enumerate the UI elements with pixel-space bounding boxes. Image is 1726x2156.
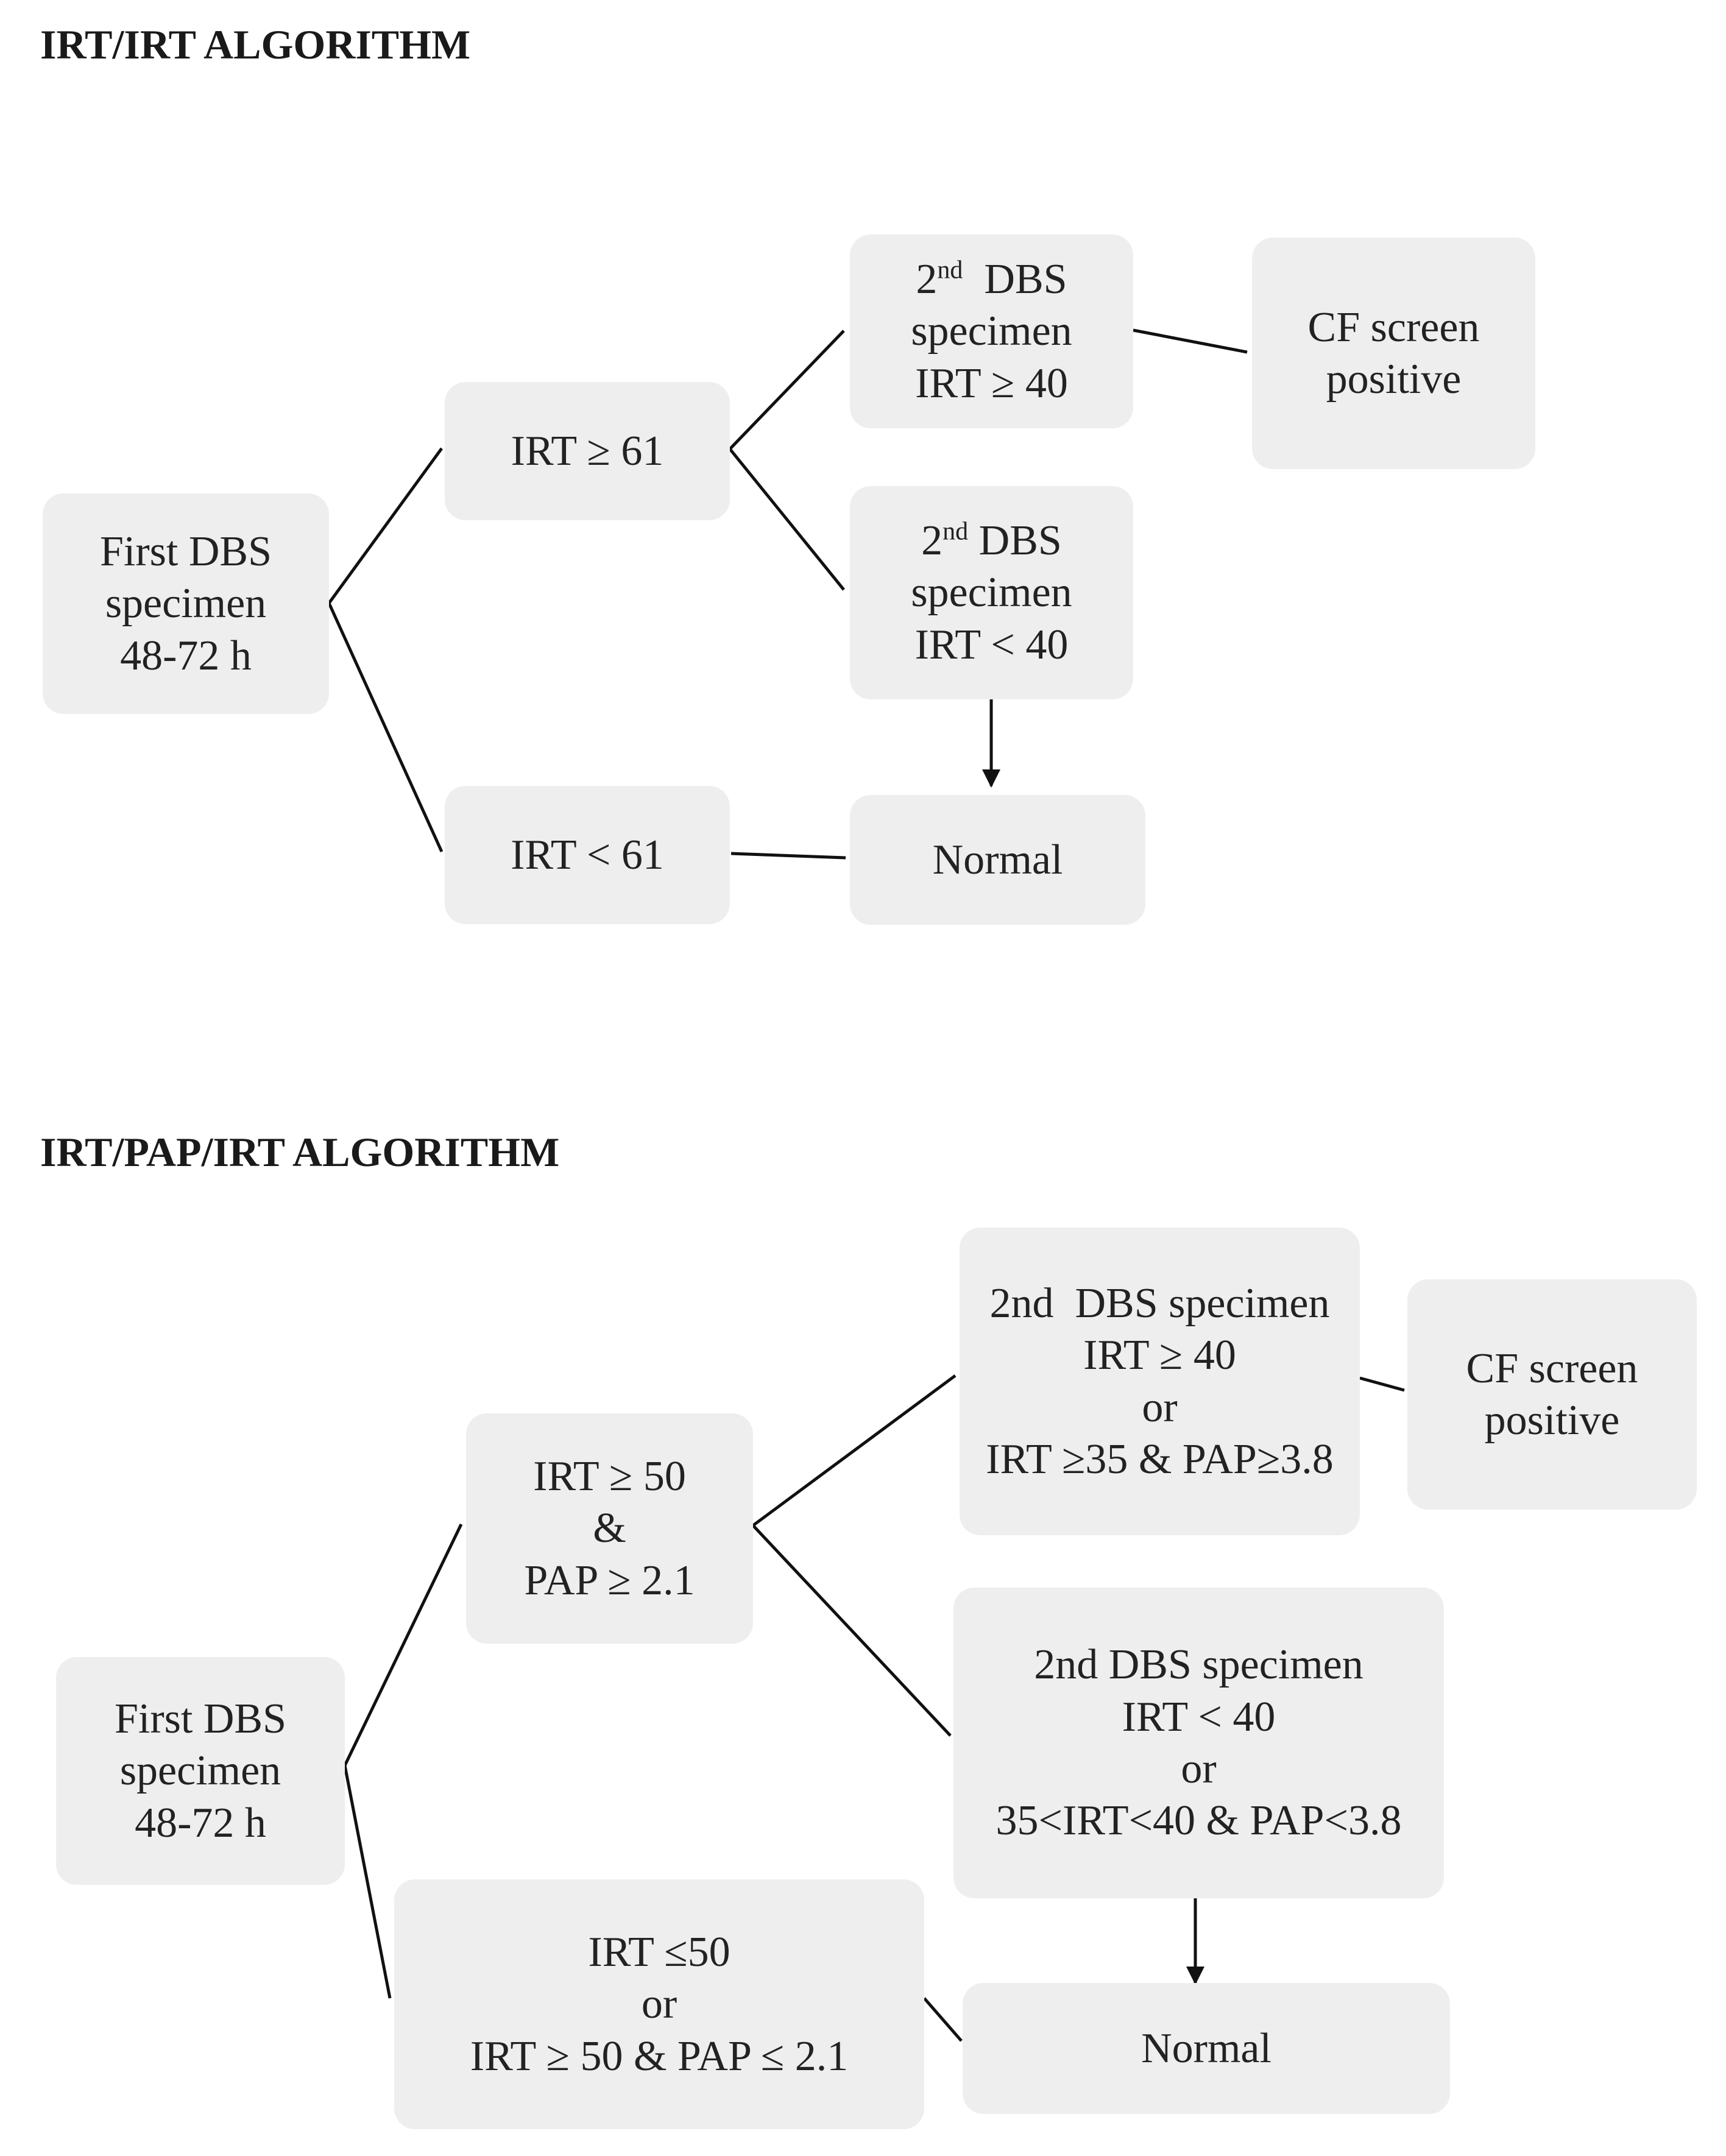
normal-text: Normal [932, 836, 1063, 883]
line-second-high2-to-cf [1359, 1376, 1405, 1392]
line-second-high-to-cf [1133, 328, 1248, 354]
cf-positive-line1: CF screen [1307, 303, 1480, 351]
irt-pap-low-line2: or [641, 1981, 677, 2028]
normal-box: Normal [850, 795, 1145, 925]
irt-pap-low-line1: IRT ≤50 [588, 1928, 730, 1976]
second-dbs-high-line1: 2nd DBS [916, 253, 1067, 305]
second-dbs-low-2-line3: or [1181, 1745, 1217, 1792]
irt-high-box: IRT ≥ 61 [445, 382, 730, 520]
cf-positive-line2: positive [1326, 356, 1462, 403]
second-dbs-high-2-line4: IRT ≥35 & PAP≥3.8 [986, 1435, 1334, 1483]
section-heading-irt-pap-irt: IRT/PAP/IRT ALGORITHM [40, 1129, 560, 1175]
line-irt-pap-high-to-second-high [752, 1374, 957, 1527]
dbs-label: DBS [978, 517, 1062, 564]
cf-positive-box: CF screen positive [1252, 238, 1535, 469]
first-dbs-box-2: First DBS specimen 48-72 h [56, 1657, 345, 1885]
cf-positive-2-line1: CF screen [1466, 1345, 1638, 1392]
second-dbs-high-box-2: 2nd DBS specimen IRT ≥ 40 or IRT ≥35 & P… [960, 1228, 1360, 1535]
second-dbs-high-2-line1: 2nd DBS specimen [989, 1279, 1330, 1327]
line-first2-to-irt-pap-low [343, 1765, 392, 1999]
ordinal-number: 2 [921, 517, 943, 564]
ordinal-suffix: nd [937, 256, 963, 285]
irt-high-text: IRT ≥ 61 [511, 427, 664, 475]
line-irt-pap-low-to-normal [923, 1997, 963, 2042]
cf-positive-2-line2: positive [1484, 1397, 1620, 1444]
first-dbs-line2: specimen [105, 580, 267, 627]
line-first-to-irt-high [327, 447, 444, 604]
first-dbs-line1: First DBS [99, 528, 272, 575]
normal-box-2: Normal [963, 1983, 1450, 2114]
second-dbs-low-line3: IRT < 40 [914, 621, 1069, 668]
first-dbs-2-line1: First DBS [114, 1695, 287, 1742]
irt-pap-low-box: IRT ≤50 or IRT ≥ 50 & PAP ≤ 2.1 [394, 1879, 924, 2129]
line-irt-pap-high-to-second-low [752, 1524, 952, 1737]
first-dbs-box: First DBS specimen 48-72 h [43, 493, 329, 714]
section-heading-irt-irt: IRT/IRT ALGORITHM [40, 21, 471, 68]
second-dbs-low-2-line1: 2nd DBS specimen [1034, 1641, 1363, 1689]
line-first-to-irt-low [327, 602, 444, 853]
second-dbs-low-box-2: 2nd DBS specimen IRT < 40 or 35<IRT<40 &… [953, 1588, 1444, 1898]
irt-pap-high-line1: IRT ≥ 50 [533, 1452, 686, 1500]
second-dbs-low-box: 2nd DBS specimen IRT < 40 [850, 486, 1133, 699]
second-dbs-high-2-line2: IRT ≥ 40 [1083, 1332, 1236, 1379]
irt-low-box: IRT < 61 [445, 786, 730, 924]
dbs-label: DBS [984, 255, 1067, 303]
second-dbs-low-2-line4: 35<IRT<40 & PAP<3.8 [996, 1797, 1402, 1845]
first-dbs-2-line3: 48-72 h [135, 1799, 266, 1847]
irt-pap-low-line3: IRT ≥ 50 & PAP ≤ 2.1 [470, 2032, 849, 2080]
second-dbs-high-line3: IRT ≥ 40 [915, 359, 1068, 407]
line-irt-high-to-second-low [729, 448, 845, 591]
second-dbs-high-2-line3: or [1142, 1384, 1178, 1431]
first-dbs-2-line2: specimen [119, 1747, 281, 1795]
second-dbs-low-line1: 2nd DBS [921, 515, 1062, 567]
ordinal-number: 2 [916, 255, 938, 303]
cf-positive-box-2: CF screen positive [1407, 1279, 1697, 1510]
second-dbs-high-line2: specimen [911, 308, 1072, 355]
irt-low-text: IRT < 61 [511, 831, 664, 878]
line-irt-high-to-second-high [729, 330, 845, 450]
line-irt-low-to-normal [730, 852, 846, 860]
normal-2-text: Normal [1141, 2024, 1272, 2072]
irt-pap-high-line2: & [593, 1505, 626, 1552]
line-first2-to-irt-pap-high [343, 1523, 463, 1767]
first-dbs-line3: 48-72 h [120, 632, 252, 679]
second-dbs-low-2-line2: IRT < 40 [1122, 1693, 1276, 1741]
irt-pap-high-box: IRT ≥ 50 & PAP ≥ 2.1 [466, 1413, 753, 1644]
irt-pap-high-line3: PAP ≥ 2.1 [524, 1557, 695, 1604]
second-dbs-low-line2: specimen [911, 569, 1072, 617]
ordinal-suffix: nd [943, 517, 969, 546]
second-dbs-high-box: 2nd DBS specimen IRT ≥ 40 [850, 235, 1133, 428]
